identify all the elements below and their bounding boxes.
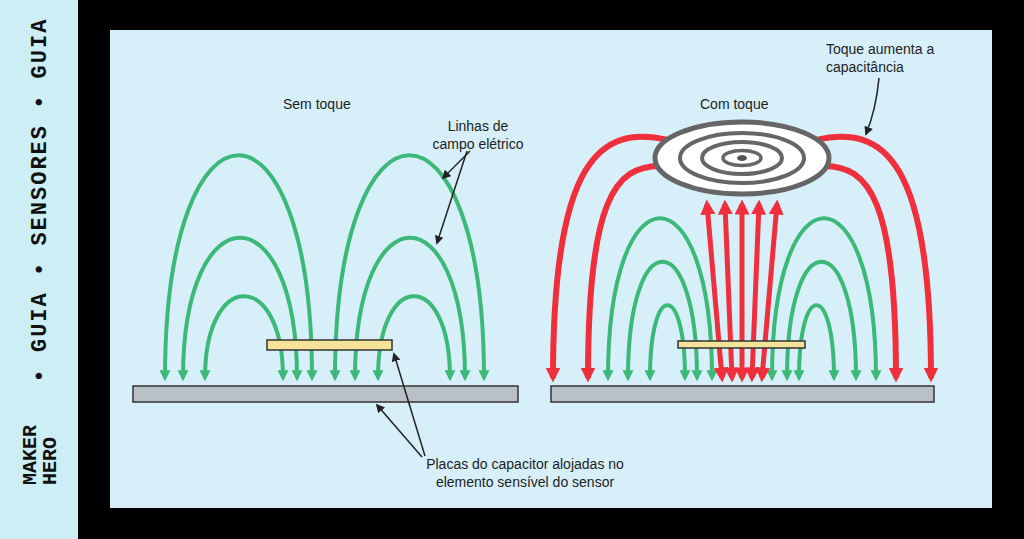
field-line	[628, 262, 697, 378]
field-lines-touch-outer	[553, 137, 931, 378]
touch-field-line	[740, 204, 745, 378]
field-line	[608, 218, 712, 378]
top-plate	[678, 341, 805, 348]
callout-label: Placas do capacitor alojadas no elemento…	[405, 455, 645, 491]
field-line	[355, 238, 465, 378]
field-line	[378, 296, 450, 378]
bottom-plate	[551, 386, 934, 402]
leader-lines	[377, 78, 879, 457]
field-lines-touch-center	[707, 204, 777, 378]
brand-logo: MAKER HERO	[21, 419, 61, 485]
touch-field-line	[752, 204, 759, 378]
touch-field-line	[762, 204, 777, 378]
fingerprint-ring	[702, 142, 782, 174]
leader-line	[437, 151, 467, 243]
leader-line	[866, 78, 879, 134]
field-line	[772, 218, 876, 378]
fingertip	[655, 122, 829, 194]
fingertip-outline	[655, 122, 829, 194]
fingerprint-center	[737, 155, 747, 161]
fingerprint-ring	[680, 133, 804, 183]
bottom-plate	[133, 386, 518, 402]
field-line	[183, 238, 297, 378]
touch-field-line	[707, 204, 722, 378]
field-line	[787, 262, 856, 378]
diagram-panel	[110, 30, 992, 508]
fingerprint-ring	[723, 151, 761, 166]
top-plate	[267, 340, 392, 350]
leader-line	[377, 405, 422, 457]
callout-label: Linhas de campo elétrico	[428, 117, 528, 153]
leader-line	[394, 354, 425, 456]
touch-field-line	[725, 204, 732, 378]
state-label: Sem toque	[283, 95, 403, 113]
sidebar-tag: • GUIA • SENSORES • GUIA	[28, 10, 54, 390]
callout-label: Toque aumenta a capacitância	[826, 40, 946, 76]
state-label: Com toque	[700, 95, 820, 113]
field-lines-no-touch	[165, 155, 484, 378]
field-line	[205, 296, 283, 378]
